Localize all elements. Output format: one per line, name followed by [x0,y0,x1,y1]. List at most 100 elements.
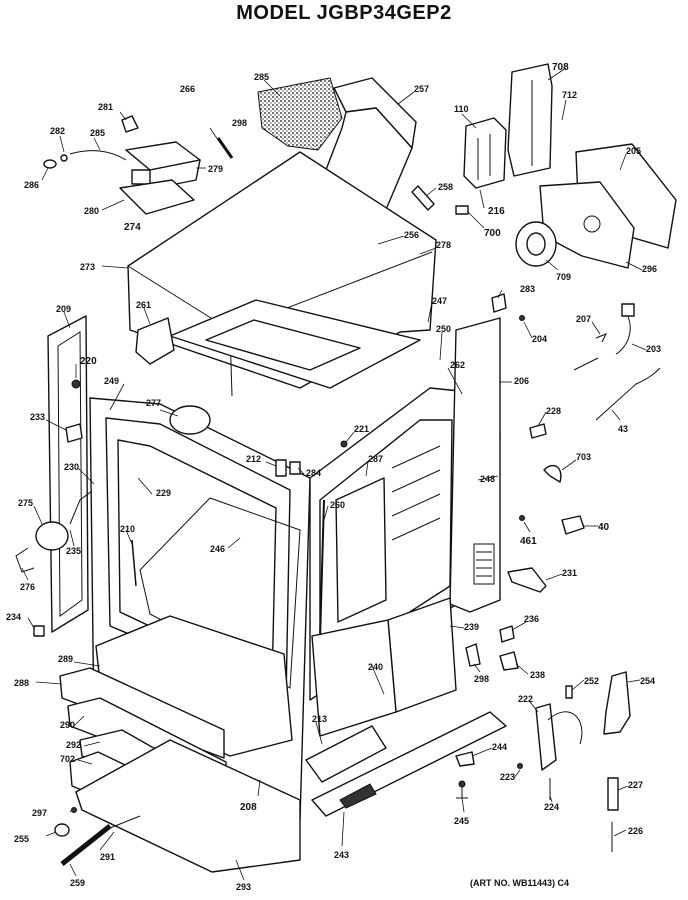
bracket-40 [561,515,585,535]
label-284: 284 [306,468,321,478]
label-290: 290 [60,720,75,730]
label-222: 222 [518,694,533,704]
grommet-220 [71,379,81,389]
label-712: 712 [562,90,577,100]
screw-223 [517,763,523,769]
label-204: 204 [532,334,547,344]
burner-rail-243 [311,711,507,817]
label-221: 221 [354,424,369,434]
label-700: 700 [484,228,501,239]
burner-277 [169,405,211,435]
label-256: 256 [404,230,419,240]
side-panel-248 [449,317,501,613]
label-285b: 285 [90,128,105,138]
burner-ring-709 [515,221,557,267]
hinge-arm-222 [547,711,583,745]
label-279: 279 [208,164,223,174]
label-708: 708 [552,62,569,73]
label-278: 278 [436,240,451,250]
bracket-231 [507,567,547,593]
label-260: 260 [330,500,345,510]
igniter-207 [595,333,608,343]
rod-210 [131,539,137,587]
label-296: 296 [642,264,657,274]
art-number: (ART NO. WB11443) C4 [470,878,570,888]
label-244: 244 [492,742,507,752]
label-235: 235 [66,546,81,556]
screw-282 [60,154,68,162]
cover-708 [507,63,553,177]
insulation-pad-285 [257,77,343,151]
label-110: 110 [454,104,469,114]
label-274: 274 [124,222,141,233]
label-266: 266 [180,84,195,94]
oven-liner-246 [139,497,301,689]
label-220: 220 [80,356,97,367]
label-206: 206 [514,376,529,386]
spring-227 [607,777,619,811]
knob-286 [43,159,57,169]
label-275: 275 [18,498,33,508]
rod-259 [60,824,112,866]
label-286: 286 [24,180,39,190]
label-276: 276 [20,582,35,592]
label-227: 227 [628,780,643,790]
label-709: 709 [556,272,571,282]
label-298: 298 [232,118,247,128]
bracket-258 [411,185,435,211]
clip-700 [455,205,469,215]
label-461: 461 [520,536,537,547]
label-273: 273 [80,262,95,272]
part-labels: 708 712 285 266 257 110 205 281 298 282 … [6,62,661,892]
label-223: 223 [500,772,515,782]
screw-221 [340,440,348,448]
leader-lines [21,67,647,881]
clip-298 [465,643,481,667]
label-285: 285 [254,72,269,82]
label-212: 212 [246,454,261,464]
clip-284 [289,461,301,475]
label-210: 210 [120,524,135,534]
bracket-261 [135,317,175,365]
label-233: 233 [30,412,45,422]
label-43: 43 [618,424,628,434]
label-254: 254 [640,676,655,686]
label-234: 234 [6,612,21,622]
label-247: 247 [432,296,447,306]
screw-297 [71,807,77,813]
label-289: 289 [58,654,73,664]
bracket-280 [119,179,195,215]
front-trim-288 [59,667,225,759]
label-239: 239 [464,622,479,632]
label-208: 208 [240,802,257,813]
label-40: 40 [598,522,610,533]
foot-234 [33,625,45,637]
label-226: 226 [628,826,643,836]
label-243: 243 [334,850,349,860]
label-298b: 298 [474,674,489,684]
panel-240 [311,619,397,737]
label-703: 703 [576,452,591,462]
clip-236 [499,625,515,643]
label-288: 288 [14,678,29,688]
label-224: 224 [544,802,559,812]
diagram-title: MODEL JGBP34GEP2 [236,2,452,24]
control-box-110 [463,117,507,189]
label-250: 250 [436,324,451,334]
spring-252 [565,685,573,699]
label-292: 292 [66,740,81,750]
label-230: 230 [64,462,79,472]
label-238: 238 [530,670,545,680]
label-245: 245 [454,816,469,826]
electrode-207 [573,357,599,371]
label-287: 287 [368,454,383,464]
bracket-254 [603,671,631,735]
screw-245 [456,786,468,799]
label-236: 236 [524,614,539,624]
thermocouple-43 [595,367,661,421]
label-229: 229 [156,488,171,498]
hinge-222 [535,703,557,771]
label-203: 203 [646,344,661,354]
label-216: 216 [488,206,505,217]
